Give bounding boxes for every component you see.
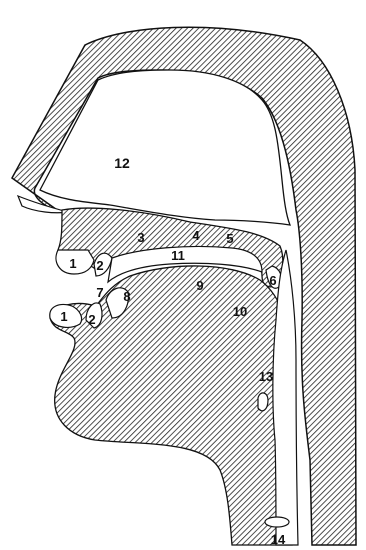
pharynx [273, 250, 298, 545]
label-upper-lip: 1 [69, 256, 76, 271]
larynx-ring [265, 517, 289, 527]
label-lower-lip: 1 [60, 309, 67, 324]
label-hard-palate-b: 5 [226, 231, 233, 246]
label-larynx: 14 [271, 532, 286, 547]
label-hard-palate-a: 4 [192, 228, 200, 243]
label-tongue-tip: 8 [123, 289, 130, 304]
label-upper-teeth: 2 [96, 258, 103, 273]
label-oral-cavity: 11 [171, 248, 185, 263]
label-lower-teeth-gap: 7 [96, 285, 103, 300]
label-nasal-cavity: 12 [114, 155, 130, 171]
label-uvula: 6 [269, 273, 276, 288]
label-epiglottis: 13 [259, 369, 273, 384]
label-alveolar-ridge: 3 [137, 230, 144, 245]
epiglottis [258, 393, 268, 411]
label-lower-teeth: 2 [88, 312, 95, 327]
tongue-jaw [50, 266, 292, 545]
nostril [18, 196, 68, 213]
label-tongue-root: 10 [233, 304, 247, 319]
label-tongue-dorsum: 9 [196, 278, 203, 293]
